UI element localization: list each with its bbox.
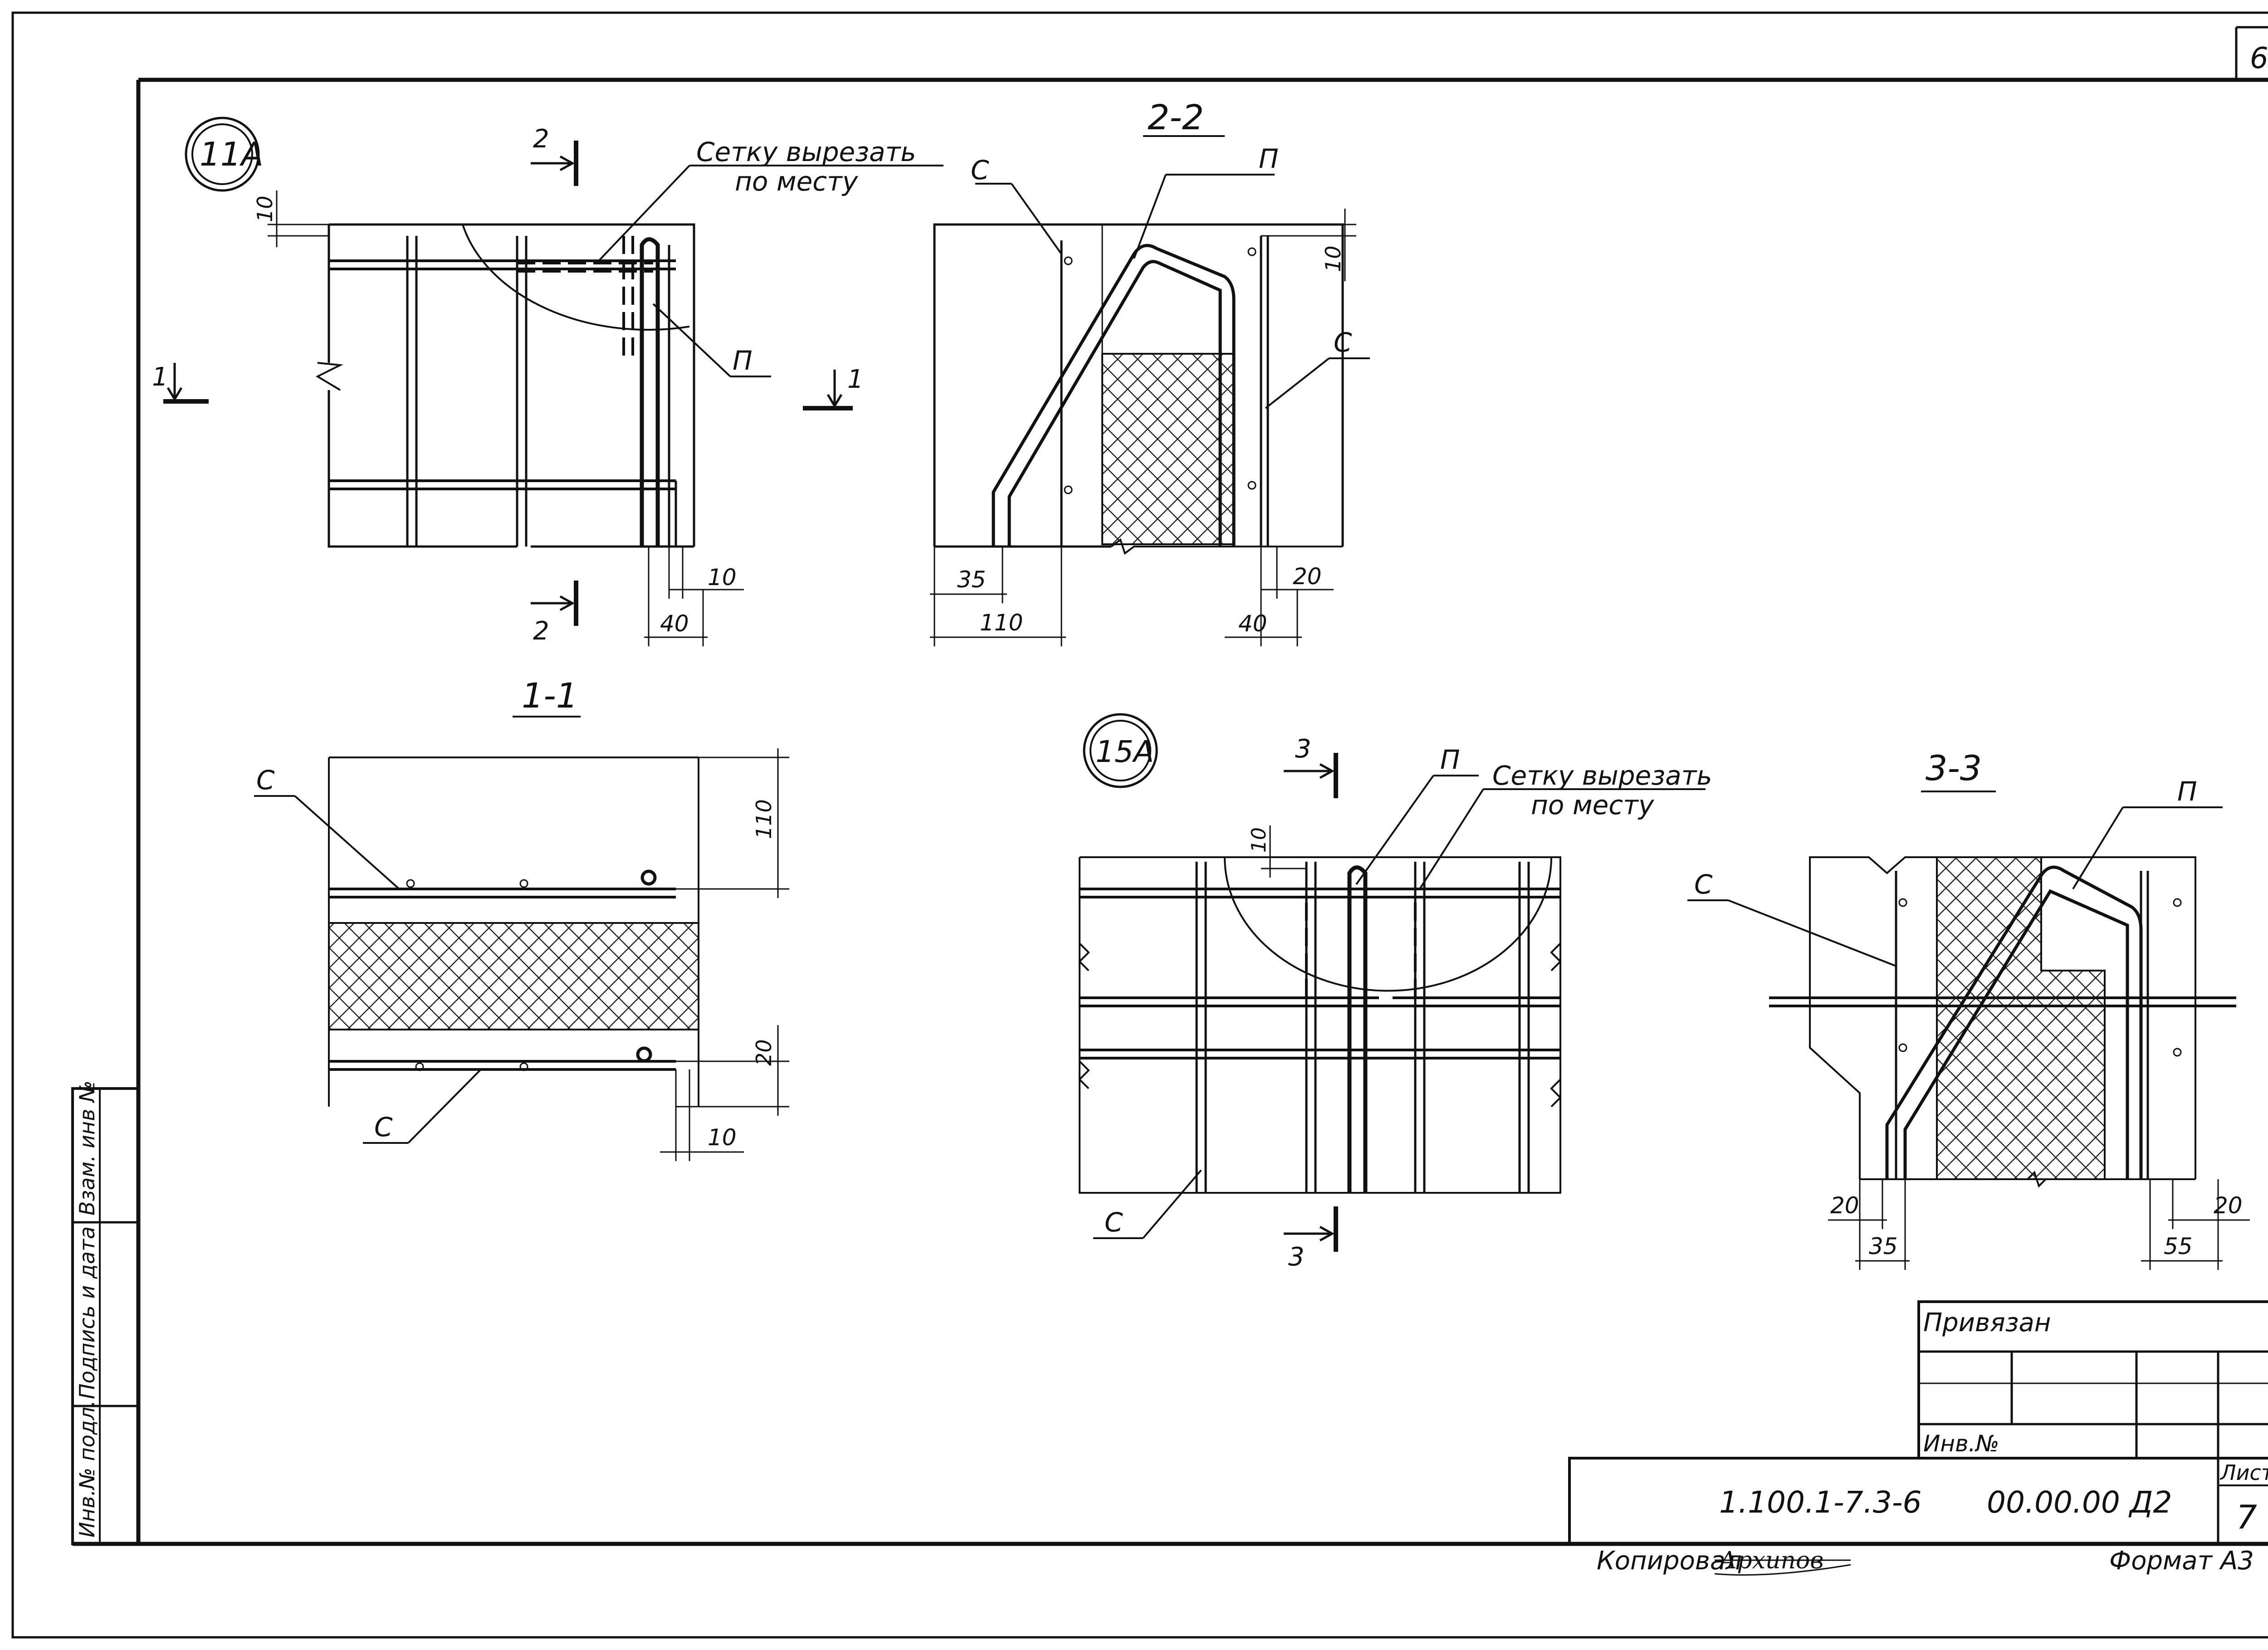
title-block-doc-number: 00.00.00 Д2: [1987, 1485, 2172, 1520]
detail-11a-dim-top: 10: [253, 190, 694, 247]
detail-15a-mesh-label: С: [1105, 1207, 1123, 1238]
section-arrow-2-bottom: 2: [531, 581, 578, 646]
svg-text:110: 110: [980, 610, 1023, 636]
section-1-1-mesh-top: С: [256, 765, 275, 796]
svg-text:1: 1: [152, 362, 168, 392]
svg-text:10: 10: [708, 1124, 737, 1151]
title-block-bound-label: Привязан: [1923, 1308, 2051, 1338]
svg-text:3: 3: [1288, 1242, 1305, 1272]
svg-text:20: 20: [752, 1039, 776, 1066]
svg-text:10: 10: [1247, 827, 1271, 853]
section-1-1-dim-20: 20: [676, 1025, 789, 1116]
side-stamp-inv-original: Инв.№ подл.: [75, 1400, 99, 1538]
section-arrow-3-bottom: 3: [1284, 1206, 1338, 1272]
detail-15a-note-line2: по месту: [1531, 790, 1654, 820]
section-1-1-mesh-bottom: С: [374, 1112, 393, 1142]
svg-text:15А: 15А: [1095, 734, 1154, 769]
svg-text:20: 20: [2214, 1192, 2243, 1219]
svg-text:2: 2: [533, 124, 549, 154]
detail-11a-dim-right: 10: [668, 547, 744, 599]
section-2-2-bar-label: П: [1259, 143, 1279, 174]
svg-text:10: 10: [1321, 245, 1345, 272]
section-1-1-dim-110: 110: [676, 748, 789, 898]
detail-15a-marker: 15А: [1083, 713, 1158, 788]
section-1-1: 1-1 С С 110 20: [254, 675, 789, 1161]
section-arrow-1-left: 1: [152, 362, 209, 404]
detail-15a-bar-label: П: [1440, 744, 1460, 775]
svg-text:40: 40: [660, 610, 689, 637]
title-block-doc-code: 1.100.1-7.3-6: [1719, 1485, 1922, 1520]
svg-text:40: 40: [1238, 610, 1267, 637]
side-stamp-signature-date: Подпись и дата: [75, 1226, 99, 1399]
svg-text:10: 10: [708, 564, 737, 591]
detail-15a-dim-10: 10: [1247, 825, 1306, 878]
detail-15a: 15А 3 3: [1078, 713, 1712, 1272]
section-3-3: 3-3 П С 20 35: [1687, 748, 2250, 1270]
section-3-3-mesh-label: С: [1694, 869, 1713, 900]
section-2-2-dim-110: 110: [930, 547, 1066, 646]
footer-copier-signature: Архипов: [1714, 1547, 1851, 1576]
detail-11a-marker: 11А: [185, 117, 264, 192]
section-3-3-bar-label: П: [2177, 776, 2197, 807]
drawing-frame: [11, 11, 2268, 1639]
svg-text:35: 35: [1869, 1233, 1898, 1259]
section-1-1-dim-10: 10: [660, 1069, 744, 1161]
section-2-2-mesh-left: С: [971, 155, 989, 186]
title-block-sheet-number: 7: [2236, 1498, 2257, 1536]
side-stamp-replaced-inv: Взам. инв №: [75, 1080, 99, 1216]
title-block-inv-label: Инв.№: [1923, 1430, 1999, 1457]
svg-text:10: 10: [253, 195, 277, 222]
section-2-2-dim-40: 40: [1225, 590, 1302, 646]
detail-11a-note-line1: Сетку вырезать: [696, 137, 916, 167]
svg-text:3: 3: [1295, 734, 1311, 764]
detail-11a-dim-bottom: 40: [644, 547, 708, 646]
side-stamp: Инв.№ подл. Подпись и дата Взам. инв №: [71, 1080, 140, 1545]
detail-15a-note-line1: Сетку вырезать: [1492, 760, 1712, 791]
section-3-3-dim-right: 20 55: [2141, 1179, 2250, 1270]
section-3-3-title: 3-3: [1926, 748, 1982, 788]
title-block: Привязан Инв.№ 1.100.1-7.3-6 00.00.00 Д2…: [1568, 1300, 2268, 1545]
sheet-corner-number: 62: [2250, 42, 2268, 75]
section-arrow-2-top: 2: [531, 124, 578, 186]
svg-text:55: 55: [2164, 1233, 2193, 1259]
section-1-1-title: 1-1: [522, 675, 578, 716]
svg-text:2: 2: [533, 616, 549, 646]
footer-format-label: Формат А3: [2109, 1546, 2254, 1576]
svg-text:110: 110: [752, 799, 776, 839]
svg-text:1: 1: [847, 365, 864, 394]
svg-text:11А: 11А: [200, 135, 264, 173]
section-arrow-1-right: 1: [803, 365, 864, 410]
detail-11a: 11А Сетку вырезать по месту П: [152, 117, 943, 646]
svg-text:35: 35: [957, 566, 986, 593]
footer: Копировал Архипов Формат А3: [1597, 1546, 2254, 1576]
section-3-3-dim-left: 20 35: [1828, 1179, 1910, 1270]
svg-text:20: 20: [1830, 1192, 1859, 1219]
sheet-corner-box: 62: [2235, 26, 2268, 80]
section-2-2-dim-top: 10: [1261, 209, 1356, 281]
section-2-2: 2-2 С П С 10: [930, 97, 1370, 646]
section-arrow-3-top: 3: [1284, 734, 1338, 798]
detail-11a-note-line2: по месту: [735, 166, 858, 197]
svg-text:20: 20: [1293, 563, 1322, 590]
title-block-sheet-label: Лист: [2219, 1460, 2268, 1485]
detail-11a-bar-label: П: [733, 345, 753, 376]
section-2-2-title: 2-2: [1148, 97, 1204, 137]
section-2-2-dim-35: 35: [930, 547, 1007, 646]
section-2-2-mesh-right: С: [1334, 327, 1352, 358]
